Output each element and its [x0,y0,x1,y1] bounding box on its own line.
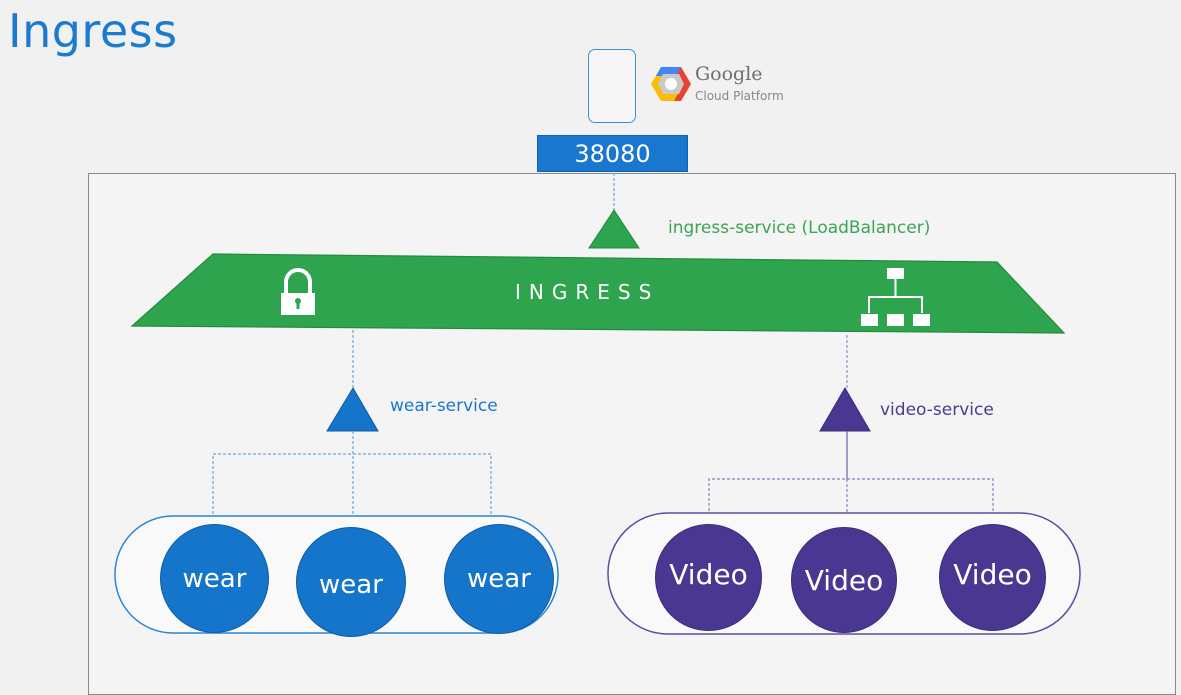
ingress-service-triangle [588,209,640,249]
video-service-triangle [819,387,871,432]
ingress-label: INGRESS [515,280,660,304]
ingress-service-label: ingress-service (LoadBalancer) [668,218,931,238]
pod-label: Video [804,563,884,597]
lock-icon [281,268,315,315]
wear-service-label: wear-service [390,396,498,416]
pod-label: wear [182,563,247,594]
video-pod: Video [939,524,1046,631]
wear-service-triangle [326,387,379,432]
pod-label: Video [953,558,1032,591]
ingress-controller-shape [130,253,1066,334]
gcp-brand-name: Google [695,63,763,85]
page-title: Ingress [8,4,178,58]
sitemap-hierarchy-icon [861,268,930,326]
node-port-badge: 38080 [537,135,688,172]
gcp-product-name: Cloud Platform [695,89,784,103]
wear-pod: wear [296,527,406,637]
pod-label: wear [467,564,531,594]
pod-label: Video [669,558,748,591]
google-cloud-hexagon-icon [651,67,691,101]
video-pod: Video [655,524,762,631]
wear-pod: wear [444,524,554,634]
mobile-device-icon [588,49,636,123]
video-service-label: video-service [880,400,994,420]
wear-pod: wear [160,524,269,633]
connector-wear-pods [212,453,492,524]
video-pod: Video [791,527,897,633]
pod-label: wear [319,570,383,600]
connector-video-pods [708,478,994,521]
